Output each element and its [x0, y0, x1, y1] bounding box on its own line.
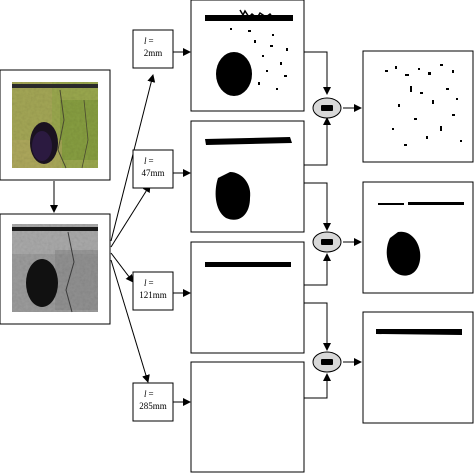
grayscale-photo-panel: [0, 213, 111, 325]
scale-symbol: l: [144, 156, 147, 166]
scale-value: 2mm: [144, 48, 163, 58]
minus-operator-icon: [312, 351, 342, 373]
scale-box-1: l= 2mm: [132, 29, 174, 69]
svg-text:l=: l=: [144, 156, 154, 166]
binary-panel-4: [190, 361, 305, 473]
binary-panel-1: [190, 0, 305, 112]
arrow-to-scale-1: [110, 74, 156, 242]
binary-panel-3: [190, 241, 305, 354]
scale-symbol: l: [144, 389, 147, 399]
scale-eq: =: [149, 389, 154, 399]
result-panel-1: [362, 50, 474, 163]
scale-box-4: l= 285mm: [132, 382, 174, 422]
scale-symbol: l: [144, 36, 147, 46]
svg-text:l=: l=: [144, 278, 154, 288]
scale-eq: =: [149, 156, 154, 166]
svg-text:l=: l=: [144, 389, 154, 399]
scale-symbol: l: [144, 278, 147, 288]
result-panel-2: [362, 181, 474, 294]
scale-value: 47mm: [141, 168, 164, 178]
scale-eq: =: [149, 36, 154, 46]
scale-to-panel-arrows: [173, 48, 191, 406]
arrow-to-scale-2: [110, 184, 151, 248]
binary-panel-2: [190, 120, 305, 233]
minus-operator-icon: [312, 231, 342, 253]
connectors: [304, 51, 362, 399]
scale-value: 121mm: [139, 290, 167, 300]
scale-box-3: l= 121mm: [132, 271, 174, 311]
scale-box-2: l= 47mm: [132, 149, 174, 189]
minus-operator-icon: [312, 97, 342, 119]
arrow-to-scale-3: [110, 252, 134, 283]
fanout-arrows: [110, 74, 156, 383]
arrow-to-scale-4: [110, 259, 150, 383]
color-photo-panel: [0, 69, 111, 181]
scale-eq: =: [149, 278, 154, 288]
scale-value: 285mm: [139, 401, 167, 411]
svg-text:l=: l=: [144, 36, 154, 46]
result-panel-3: [362, 311, 474, 424]
